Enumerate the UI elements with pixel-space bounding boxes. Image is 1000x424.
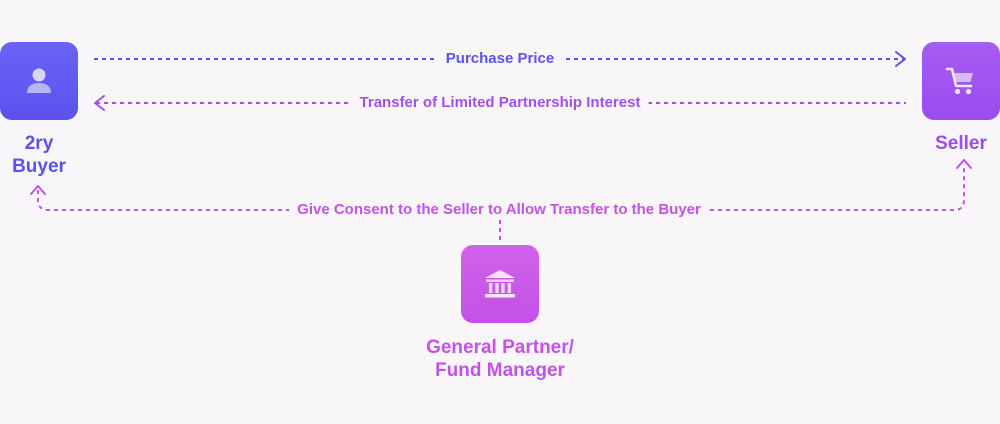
seller-node <box>922 42 1000 120</box>
person-icon <box>27 68 51 93</box>
purchase-price-label: Purchase Price <box>437 50 563 68</box>
seller-label: Seller <box>935 133 987 154</box>
consent-connector-path <box>37 164 965 211</box>
buyer-node <box>0 42 78 120</box>
buyer-label: 2ry Buyer <box>0 132 78 178</box>
buyer-label-line1: 2ry <box>24 133 54 154</box>
transfer-interest-arrowhead <box>94 95 105 111</box>
purchase-price-arrowhead <box>895 51 906 67</box>
consent-seller-arrowhead <box>956 159 972 169</box>
consent-label: Give Consent to the Seller to Allow Tran… <box>289 201 709 219</box>
general-partner-label-line1: General Partner/ <box>426 337 574 358</box>
shopping-cart-icon <box>945 67 973 95</box>
bank-building-icon <box>485 270 515 298</box>
general-partner-label-line2: Fund Manager <box>435 360 565 381</box>
buyer-label-line2: Buyer <box>12 156 66 177</box>
general-partner-node <box>461 245 539 323</box>
transfer-interest-label: Transfer of Limited Partnership Interest <box>351 94 649 112</box>
consent-buyer-arrowhead <box>30 185 46 195</box>
general-partner-label: General Partner/ Fund Manager <box>380 336 620 382</box>
